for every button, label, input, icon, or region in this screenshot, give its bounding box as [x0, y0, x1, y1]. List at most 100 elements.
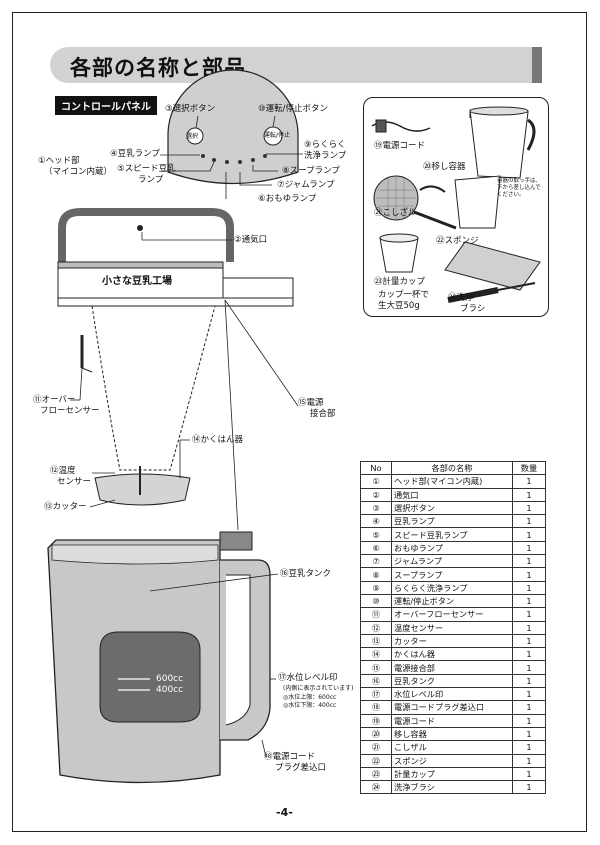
callout-cutter: ⑬カッター	[44, 502, 87, 512]
table-header-no: No	[360, 460, 392, 476]
table-cell-qty: 1	[512, 580, 546, 595]
panel-start-label: 運転/停止	[264, 132, 291, 139]
brand-logo: 小さな豆乳工場	[102, 276, 172, 287]
callout-omoyu-lamp: ⑥おもゆランプ	[258, 194, 317, 204]
callout-select-button: ③選択ボタン	[165, 104, 216, 114]
callout-speed-lamp-sub: ランプ	[138, 175, 164, 185]
table-cell-qty: 1	[512, 780, 546, 795]
table-cell-name: オーバーフローセンサー	[391, 607, 513, 622]
page-frame	[12, 12, 587, 832]
panel-select-label: 選択	[186, 133, 199, 140]
callout-brush: ㉔洗浄	[448, 293, 474, 303]
table-cell-qty: 1	[512, 687, 546, 702]
table-cell-qty: 1	[512, 527, 546, 542]
table-cell-qty: 1	[512, 607, 546, 622]
table-cell-no: ④	[360, 514, 392, 529]
table-cell-qty: 1	[512, 567, 546, 582]
callout-speed-lamp: ⑤スピード豆乳	[117, 164, 176, 174]
callout-power-cord: ⑲電源コード	[374, 141, 426, 151]
table-cell-qty: 1	[512, 713, 546, 728]
table-cell-name: 水位レベル印	[391, 687, 513, 702]
table-cell-no: ③	[360, 500, 392, 516]
callout-clean-lamp-sub: 洗浄ランプ	[304, 151, 347, 161]
accessories-box	[363, 97, 549, 317]
callout-strainer: ㉑こしざル	[374, 208, 417, 218]
tank-mark-400: 400cc	[156, 685, 184, 695]
table-cell-no: ⑰	[360, 687, 392, 702]
callout-temp-sensor: ⑫温度	[50, 466, 76, 476]
table-cell-qty: 1	[512, 700, 546, 715]
tank-mark-600: 600cc	[156, 674, 184, 684]
table-cell-no: ②	[360, 487, 392, 502]
table-cell-name: スピード豆乳ランプ	[391, 527, 513, 542]
callout-plug-inlet: ⑱電源コード	[264, 752, 316, 762]
table-cell-qty: 1	[512, 647, 546, 662]
callout-water-level-min: ◎水位下限：400cc	[283, 702, 337, 709]
table-cell-no: ⑮	[360, 660, 392, 675]
table-cell-qty: 1	[512, 660, 546, 675]
table-cell-name: スポンジ	[391, 753, 513, 768]
table-cell-no: ①	[360, 474, 392, 489]
table-cell-name: ヘッド部(マイコン内蔵)	[391, 474, 513, 489]
callout-head: ①ヘッド部	[38, 156, 80, 166]
callout-overflow-sensor-sub: フローセンサー	[40, 406, 100, 416]
transfer-note-2: 下から差し込んで	[497, 185, 541, 191]
table-cell-no: ⑫	[360, 620, 392, 635]
table-cell-no: ⑨	[360, 580, 392, 595]
table-cell-qty: 1	[512, 474, 546, 489]
callout-power-joint: ⑮電源	[298, 398, 324, 408]
table-cell-name: スープランプ	[391, 567, 513, 582]
table-cell-no: ⑦	[360, 554, 392, 569]
table-cell-no: ⑱	[360, 700, 392, 715]
callout-soup-lamp: ⑧スープランプ	[282, 166, 340, 176]
callout-tank: ⑯豆乳タンク	[280, 569, 332, 579]
table-cell-qty: 1	[512, 487, 546, 502]
table-cell-no: ⑬	[360, 633, 392, 649]
table-cell-name: 電源接合部	[391, 660, 513, 675]
table-cell-no: ⑥	[360, 540, 392, 556]
callout-soymilk-lamp: ④豆乳ランプ	[110, 149, 160, 159]
table-cell-qty: 1	[512, 620, 546, 635]
table-cell-name: 選択ボタン	[391, 500, 513, 516]
table-cell-no: ⑳	[360, 726, 392, 742]
table-cell-name: ジャムランプ	[391, 554, 513, 569]
table-header-qty: 数量	[512, 460, 546, 476]
callout-water-level-max: ◎水位上限：600cc	[283, 694, 337, 701]
table-cell-no: ㉒	[360, 753, 392, 768]
callout-stirrer: ⑭かくはん器	[192, 435, 244, 445]
callout-water-level: ⑰水位レベル印	[278, 673, 338, 683]
page-number: -4-	[276, 806, 293, 819]
callout-measuring-cup-note: カップ一杯で	[378, 290, 430, 300]
table-cell-qty: 1	[512, 726, 546, 742]
table-cell-name: 豆乳ランプ	[391, 514, 513, 529]
table-cell-qty: 1	[512, 500, 546, 516]
callout-water-level-note: (内側に表示されています)	[283, 685, 354, 692]
table-cell-no: ⑭	[360, 647, 392, 662]
table-cell-no: ⑪	[360, 607, 392, 622]
table-cell-name: 洗浄ブラシ	[391, 780, 513, 795]
table-cell-name: 電源コードプラグ差込口	[391, 700, 513, 715]
transfer-note-1: 容器の取っ手は、	[497, 178, 542, 184]
table-cell-no: ㉓	[360, 766, 392, 782]
table-cell-name: らくらく洗浄ランプ	[391, 580, 513, 595]
callout-jam-lamp: ⑦ジャムランプ	[277, 180, 335, 190]
table-cell-name: おもゆランプ	[391, 540, 513, 556]
